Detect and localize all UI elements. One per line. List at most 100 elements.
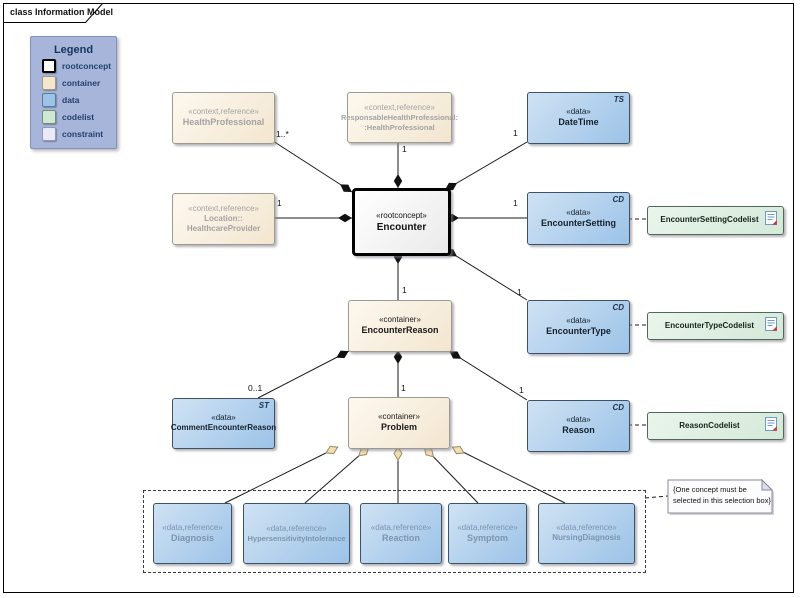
datatype-tag: ST <box>258 401 269 410</box>
rootconcept-swatch <box>42 59 56 73</box>
stereotype: «data» <box>211 413 236 423</box>
node-name: EncounterSetting <box>540 217 616 228</box>
node-name: NursingDiagnosis <box>552 533 621 543</box>
node-name: EncounterReason <box>361 325 439 336</box>
node-name: Diagnosis <box>170 532 214 543</box>
note-line: selected in this selection box} <box>673 496 771 506</box>
node-name: ReasonCodelist <box>679 420 740 430</box>
node-diagnosis[interactable]: «data,reference» Diagnosis <box>153 503 232 564</box>
stereotype: «context,reference» <box>188 203 259 213</box>
legend-label: constraint <box>62 129 104 139</box>
stereotype: «rootconcept» <box>376 210 427 220</box>
legend-item-constraint: constraint <box>42 127 116 141</box>
node-name: :HealthProfessional <box>364 122 435 132</box>
node-symptom[interactable]: «data,reference» Symptom <box>448 503 527 564</box>
multiplicity-comment-encounter-reason: 0..1 <box>248 383 263 393</box>
stereotype: «data,reference» <box>556 523 617 533</box>
node-comment-encounter-reason[interactable]: ST «data» CommentEncounterReason <box>170 398 277 449</box>
stereotype: «data,reference» <box>370 522 432 532</box>
multiplicity-encounter-reason: 1 <box>402 285 407 295</box>
node-reason[interactable]: CD «data» Reason <box>527 400 630 452</box>
node-location-healthcare-provider[interactable]: «context,reference» Location:: Healthcar… <box>172 193 275 245</box>
note-shape <box>667 478 774 515</box>
document-icon <box>765 316 777 336</box>
node-encounter-setting[interactable]: CD «data» EncounterSetting <box>527 192 630 245</box>
legend-label: container <box>62 78 101 88</box>
legend: Legend rootconcept container data codeli… <box>30 36 117 149</box>
node-name: EncounterTypeCodelist <box>664 320 755 330</box>
node-encounter-setting-codelist[interactable]: EncounterSettingCodelist <box>647 206 784 235</box>
multiplicity-reason: 1 <box>519 385 524 395</box>
stereotype: «container» <box>378 412 420 422</box>
node-name: CommentEncounterReason <box>170 423 277 433</box>
diagram-tab: class Information Model <box>10 7 113 17</box>
legend-label: data <box>62 95 80 105</box>
datatype-tag: CD <box>612 403 624 412</box>
composition-links <box>257 140 528 401</box>
node-health-professional[interactable]: «context,reference» HealthProfessional <box>172 92 275 144</box>
stereotype: «data» <box>566 207 591 217</box>
node-reaction[interactable]: «data,reference» Reaction <box>360 503 442 564</box>
stereotype: «data» <box>566 316 591 326</box>
datatype-tag: CD <box>612 195 624 204</box>
document-icon <box>765 211 777 230</box>
stereotype: «data» <box>566 107 591 117</box>
node-name: Reason <box>562 425 595 436</box>
legend-item-codelist: codelist <box>42 110 116 124</box>
node-problem[interactable]: «container» Problem <box>348 397 450 449</box>
node-datetime[interactable]: TS «data» DateTime <box>527 92 630 144</box>
multiplicity-responsable-health-professional: 1 <box>402 144 407 154</box>
node-hypersensitivity-intolerance[interactable]: «data,reference» HypersensitivityIntoler… <box>243 503 350 564</box>
node-name: Symptom <box>466 532 508 543</box>
node-name: Problem <box>380 422 417 433</box>
dashed-links <box>628 218 669 499</box>
node-responsable-health-professional[interactable]: «context,reference» ResponsableHealthPro… <box>341 92 458 143</box>
selection-boundary[interactable] <box>143 490 646 573</box>
note-line: {One concept must be <box>673 485 747 494</box>
node-reason-codelist[interactable]: ReasonCodelist <box>647 412 784 440</box>
stereotype: «data,reference» <box>162 522 223 532</box>
node-name: HealthProfessional <box>182 117 265 128</box>
node-encounter-reason[interactable]: «container» EncounterReason <box>348 300 452 352</box>
diagram-title: class Information Model <box>10 7 114 17</box>
node-encounter-type-codelist[interactable]: EncounterTypeCodelist <box>647 312 784 340</box>
node-name: Location:: <box>204 213 243 223</box>
multiplicity-problem: 1 <box>401 383 406 393</box>
legend-label: codelist <box>62 112 95 122</box>
datatype-tag: CD <box>612 303 624 312</box>
data-swatch <box>42 93 56 107</box>
stereotype: «data,reference» <box>457 522 518 532</box>
legend-item-data: data <box>42 93 116 107</box>
stereotype: «data» <box>566 415 591 425</box>
diagram-frame <box>3 3 794 593</box>
multiplicity-datetime: 1 <box>513 128 518 138</box>
stereotype: «data,reference» <box>266 523 327 533</box>
multiplicity-health-professional: 1..* <box>276 129 289 139</box>
multiplicity-encounter-setting: 1 <box>513 198 518 208</box>
node-encounter-type[interactable]: CD «data» EncounterType <box>527 300 630 354</box>
stereotype: «container» <box>379 315 421 325</box>
node-name: Encounter <box>376 221 427 233</box>
multiplicity-encounter-type: 1 <box>517 287 522 297</box>
codelist-swatch <box>42 110 56 124</box>
legend-label: rootconcept <box>62 61 112 71</box>
node-nursing-diagnosis[interactable]: «data,reference» NursingDiagnosis <box>538 503 635 564</box>
legend-item-rootconcept: rootconcept <box>42 59 116 73</box>
node-name: HealthcareProvider <box>186 224 261 233</box>
node-name: ResponsableHealthProfessional: <box>340 112 459 122</box>
legend-title: Legend <box>53 44 94 56</box>
legend-item-container: container <box>42 76 116 90</box>
node-encounter[interactable]: «rootconcept» Encounter <box>352 188 451 256</box>
node-name: DateTime <box>558 117 599 128</box>
document-icon <box>765 416 777 436</box>
container-swatch <box>42 76 56 90</box>
multiplicity-location: 1 <box>277 198 282 208</box>
node-name: EncounterType <box>546 326 611 337</box>
constraint-swatch <box>42 127 56 141</box>
stereotype: «context,reference» <box>364 102 435 112</box>
datatype-tag: TS <box>613 95 624 104</box>
note[interactable]: {One concept must be selected in this se… <box>673 484 771 507</box>
node-name: Reaction <box>381 532 420 543</box>
